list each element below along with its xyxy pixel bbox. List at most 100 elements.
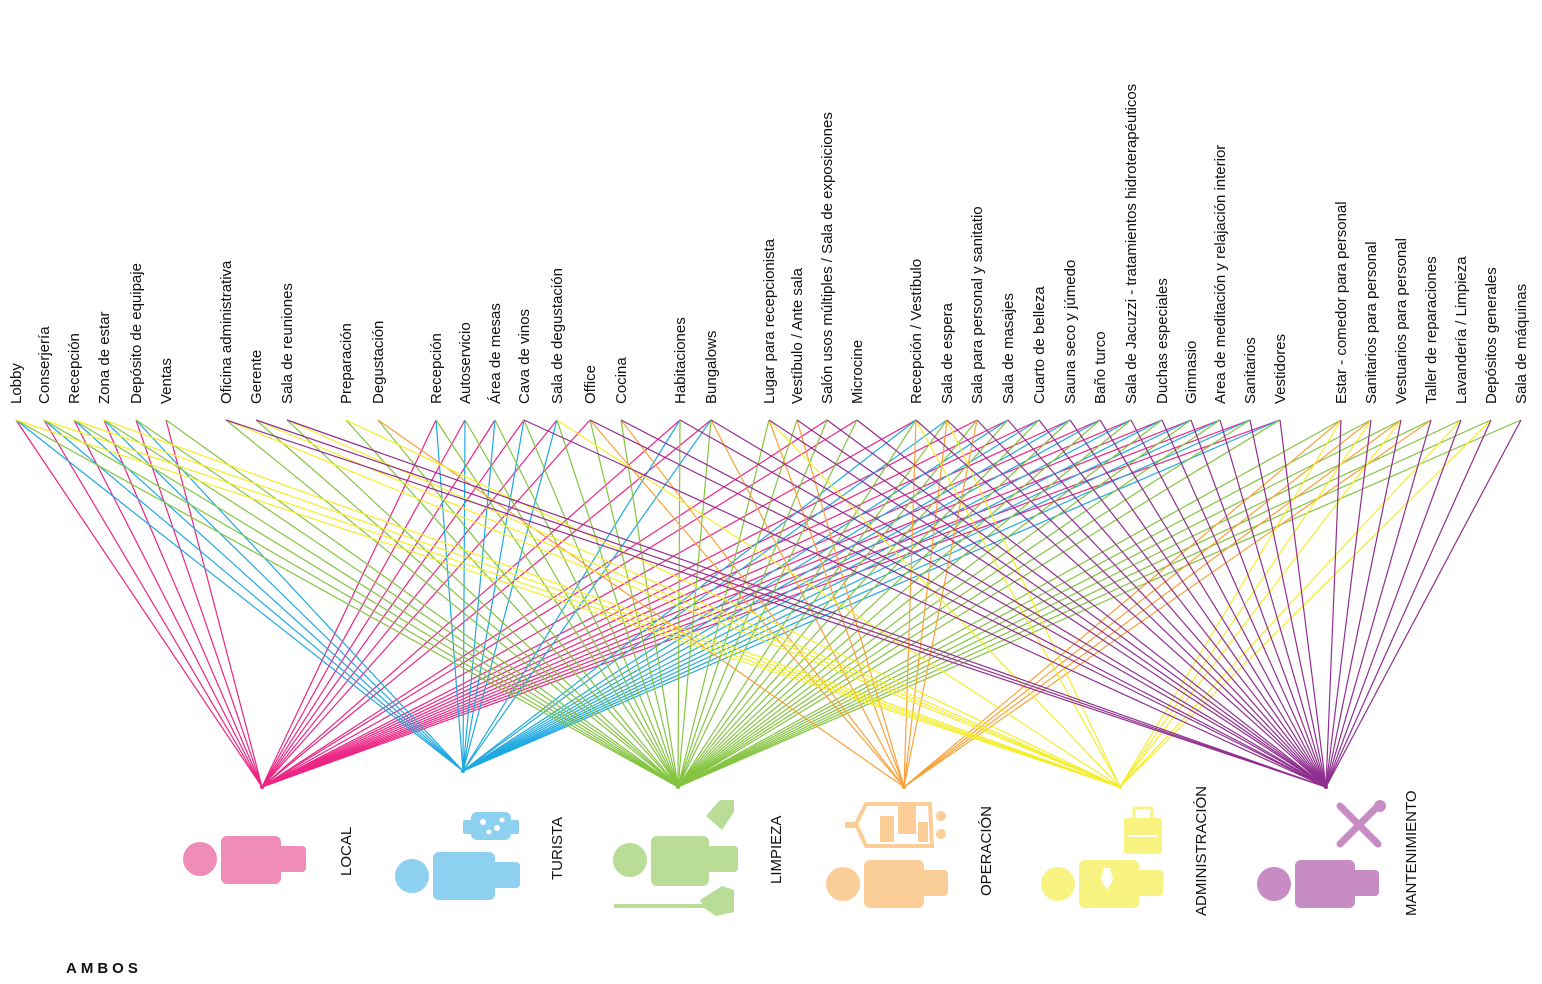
footer-label: AMBOS xyxy=(66,960,142,977)
user-hub xyxy=(260,785,264,789)
user-label-operacion: OPERACIÓN xyxy=(978,806,995,896)
connection-line xyxy=(103,419,263,788)
connection-line xyxy=(768,419,1121,788)
connection-line xyxy=(1325,419,1342,788)
connection-line xyxy=(135,419,679,788)
connection-line xyxy=(1119,419,1372,788)
connection-line xyxy=(1161,419,1327,788)
connection-line xyxy=(589,419,905,788)
space-label: Sala de Jacuzzi - tratamientos hidrotera… xyxy=(1123,84,1140,404)
connection-line xyxy=(903,419,1402,788)
connection-line xyxy=(462,419,948,772)
connection-line xyxy=(1119,419,1402,788)
space-label: Recepción xyxy=(66,333,83,404)
local-person-icon xyxy=(183,836,306,884)
space-label: Area de meditación y relajación interior xyxy=(1212,145,1229,404)
connection-line xyxy=(677,419,1462,788)
space-label: Gimnasio xyxy=(1183,341,1200,404)
connection-line xyxy=(73,419,1121,788)
space-label: Sala de degustación xyxy=(549,268,566,404)
connection-line xyxy=(43,419,679,788)
space-label: Gerente xyxy=(248,350,265,404)
connection-line xyxy=(73,419,263,788)
connection-line xyxy=(464,419,679,788)
connection-line xyxy=(462,419,712,772)
connection-line xyxy=(903,419,917,788)
connection-line xyxy=(261,419,1281,788)
user-label-local: LOCAL xyxy=(338,827,355,876)
connection-line xyxy=(462,419,496,772)
connection-line xyxy=(620,419,679,788)
connection-line xyxy=(677,419,1071,788)
space-label: Depósito de equipaje xyxy=(128,263,145,404)
connection-line xyxy=(556,419,1121,788)
connection-line xyxy=(462,419,525,772)
connection-line xyxy=(103,419,464,772)
connection-line xyxy=(523,419,1327,788)
connection-line xyxy=(286,419,1327,788)
user-hub xyxy=(461,769,465,773)
connection-line xyxy=(677,419,770,788)
connection-line xyxy=(462,419,1281,772)
space-label: Salón usos múltiples / Sala de exposicio… xyxy=(819,112,836,404)
connection-line xyxy=(976,419,1327,788)
space-label: Cava de vinos xyxy=(516,309,533,404)
space-label: Baño turco xyxy=(1092,331,1109,404)
connection-line xyxy=(679,419,1327,788)
connection-line xyxy=(345,419,1121,788)
connection-line xyxy=(946,419,1121,788)
connection-line xyxy=(225,419,1327,788)
connection-line xyxy=(377,419,905,788)
connection-line xyxy=(462,419,681,772)
connection-line xyxy=(462,419,1163,772)
connection-line xyxy=(1219,419,1327,788)
space-label: Sala de reuniones xyxy=(279,283,296,404)
user-label-administracion: ADMINISTRACIÓN xyxy=(1193,786,1210,916)
connection-line xyxy=(286,419,679,788)
user-hubs xyxy=(260,769,1328,789)
space-label: Estar - comedor para personal xyxy=(1333,201,1350,404)
connection-line xyxy=(462,419,1101,772)
connection-line xyxy=(1325,419,1462,788)
operacion-person-icon xyxy=(826,860,948,908)
connection-line xyxy=(677,419,1101,788)
connection-line xyxy=(1325,419,1432,788)
cleaning-icon xyxy=(614,800,734,916)
connection-line xyxy=(903,419,978,788)
user-hub xyxy=(676,785,680,789)
connection-line xyxy=(261,419,466,788)
connection-line xyxy=(43,419,263,788)
space-label: Sauna seco y júmedo xyxy=(1062,260,1079,404)
connection-line xyxy=(677,419,1402,788)
connection-line xyxy=(768,419,905,788)
limpieza-person-icon xyxy=(613,836,738,886)
connection-line xyxy=(462,419,1009,772)
tools-icon xyxy=(1336,800,1386,848)
connection-line xyxy=(15,419,464,772)
connection-line xyxy=(1325,419,1522,788)
connection-line xyxy=(462,419,466,772)
user-label-limpieza: LIMPIEZA xyxy=(768,816,785,884)
space-label: Zona de estar xyxy=(96,311,113,404)
space-label: Conserjería xyxy=(36,326,53,404)
connection-line xyxy=(677,419,1040,788)
connection-line xyxy=(946,419,1327,788)
connection-line xyxy=(796,419,1327,788)
user-hub xyxy=(1118,785,1122,789)
connection-line xyxy=(677,419,1163,788)
connection-line xyxy=(43,419,1121,788)
connection-line xyxy=(73,419,464,772)
connection-line xyxy=(915,419,1327,788)
connection-line xyxy=(826,419,1327,788)
connection-line xyxy=(1325,419,1372,788)
user-label-mantenimiento: MANTENIMIENTO xyxy=(1403,790,1420,916)
connection-line xyxy=(1119,419,1342,788)
connection-lines xyxy=(15,419,1522,788)
user-hub xyxy=(902,785,906,789)
space-label: Sala de espera xyxy=(939,302,956,404)
connection-line xyxy=(589,419,1327,788)
connection-line xyxy=(462,419,558,772)
connection-line xyxy=(1325,419,1492,788)
connection-line xyxy=(435,419,464,772)
space-label: Degustación xyxy=(370,321,387,404)
